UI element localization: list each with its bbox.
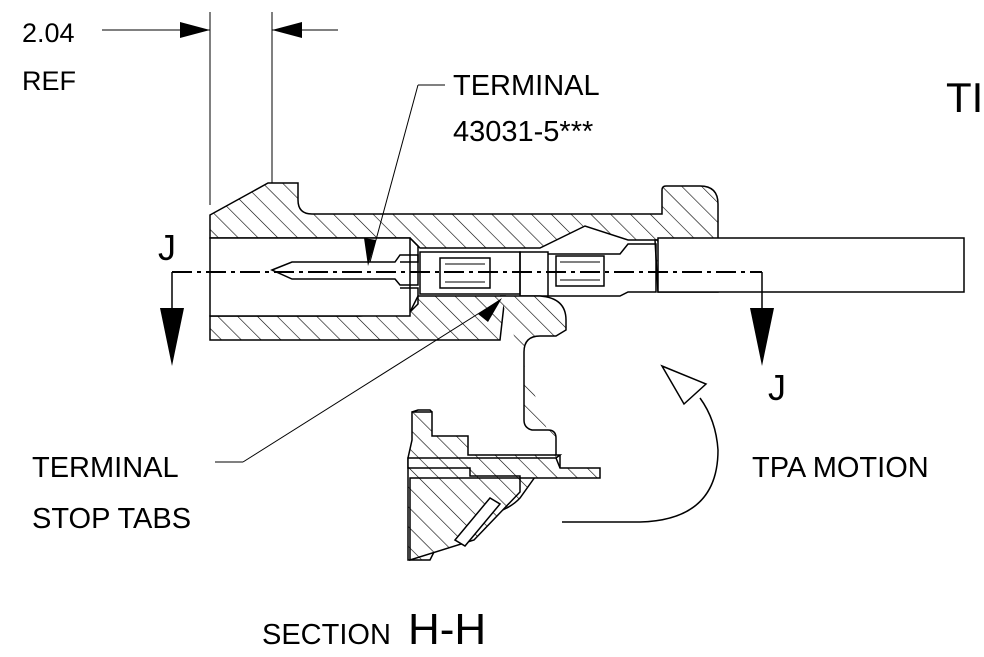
cut-left-arrow: [160, 308, 184, 366]
tpa-motion-indicator: TPA MOTION: [562, 364, 929, 523]
section-title-prefix: SECTION: [262, 619, 391, 651]
cavity-step-bottom: [400, 287, 419, 313]
dimension-arrow-right: [180, 22, 210, 38]
tpa-slot: [453, 497, 502, 547]
dimension-arrow-left: [272, 22, 302, 38]
front-cavity: [209, 237, 411, 317]
terminal-label-line2: 43031-5***: [453, 116, 593, 148]
dimension-value: 2.04: [22, 18, 75, 48]
tpa-motion-arc: [562, 397, 719, 523]
stop-tabs-label-line2: STOP TABS: [32, 503, 191, 535]
tpa-notch: [411, 409, 433, 413]
section-title-id: H-H: [408, 605, 486, 654]
stop-tabs-label-line1: TERMINAL: [32, 452, 179, 484]
terminal-callout: TERMINAL 43031-5***: [364, 70, 600, 266]
tpa-motion-label: TPA MOTION: [752, 452, 929, 484]
housing-top-wall: [209, 182, 719, 249]
tpa-latch: [407, 295, 601, 562]
terminal-pin: [270, 254, 419, 286]
dimension-2-04-ref: 2.04 REF: [22, 12, 338, 262]
stop-tabs-leader: [242, 299, 501, 463]
dimension-suffix: REF: [22, 66, 76, 96]
stop-tabs-arrow: [478, 298, 502, 322]
wire: [657, 237, 965, 293]
cavity-step-top: [400, 237, 419, 263]
connector-housing: [209, 182, 719, 341]
cut-right-arrow: [750, 308, 774, 366]
section-title: SECTION H-H: [262, 605, 486, 654]
section-marker-left: J: [158, 227, 176, 268]
tpa-motion-arrowhead: [660, 364, 708, 406]
terminal-arrow: [364, 238, 376, 266]
section-cut-j-j: J J: [158, 227, 786, 408]
terminal-crimp: [519, 243, 657, 297]
terminal-leader: [369, 84, 419, 263]
stop-tabs-callout: TERMINAL STOP TABS: [32, 298, 502, 535]
terminal-label-line1: TERMINAL: [453, 70, 600, 102]
section-marker-right: J: [768, 367, 786, 408]
partial-title: TI: [946, 74, 983, 121]
tpa-lower-hook: [409, 477, 521, 562]
